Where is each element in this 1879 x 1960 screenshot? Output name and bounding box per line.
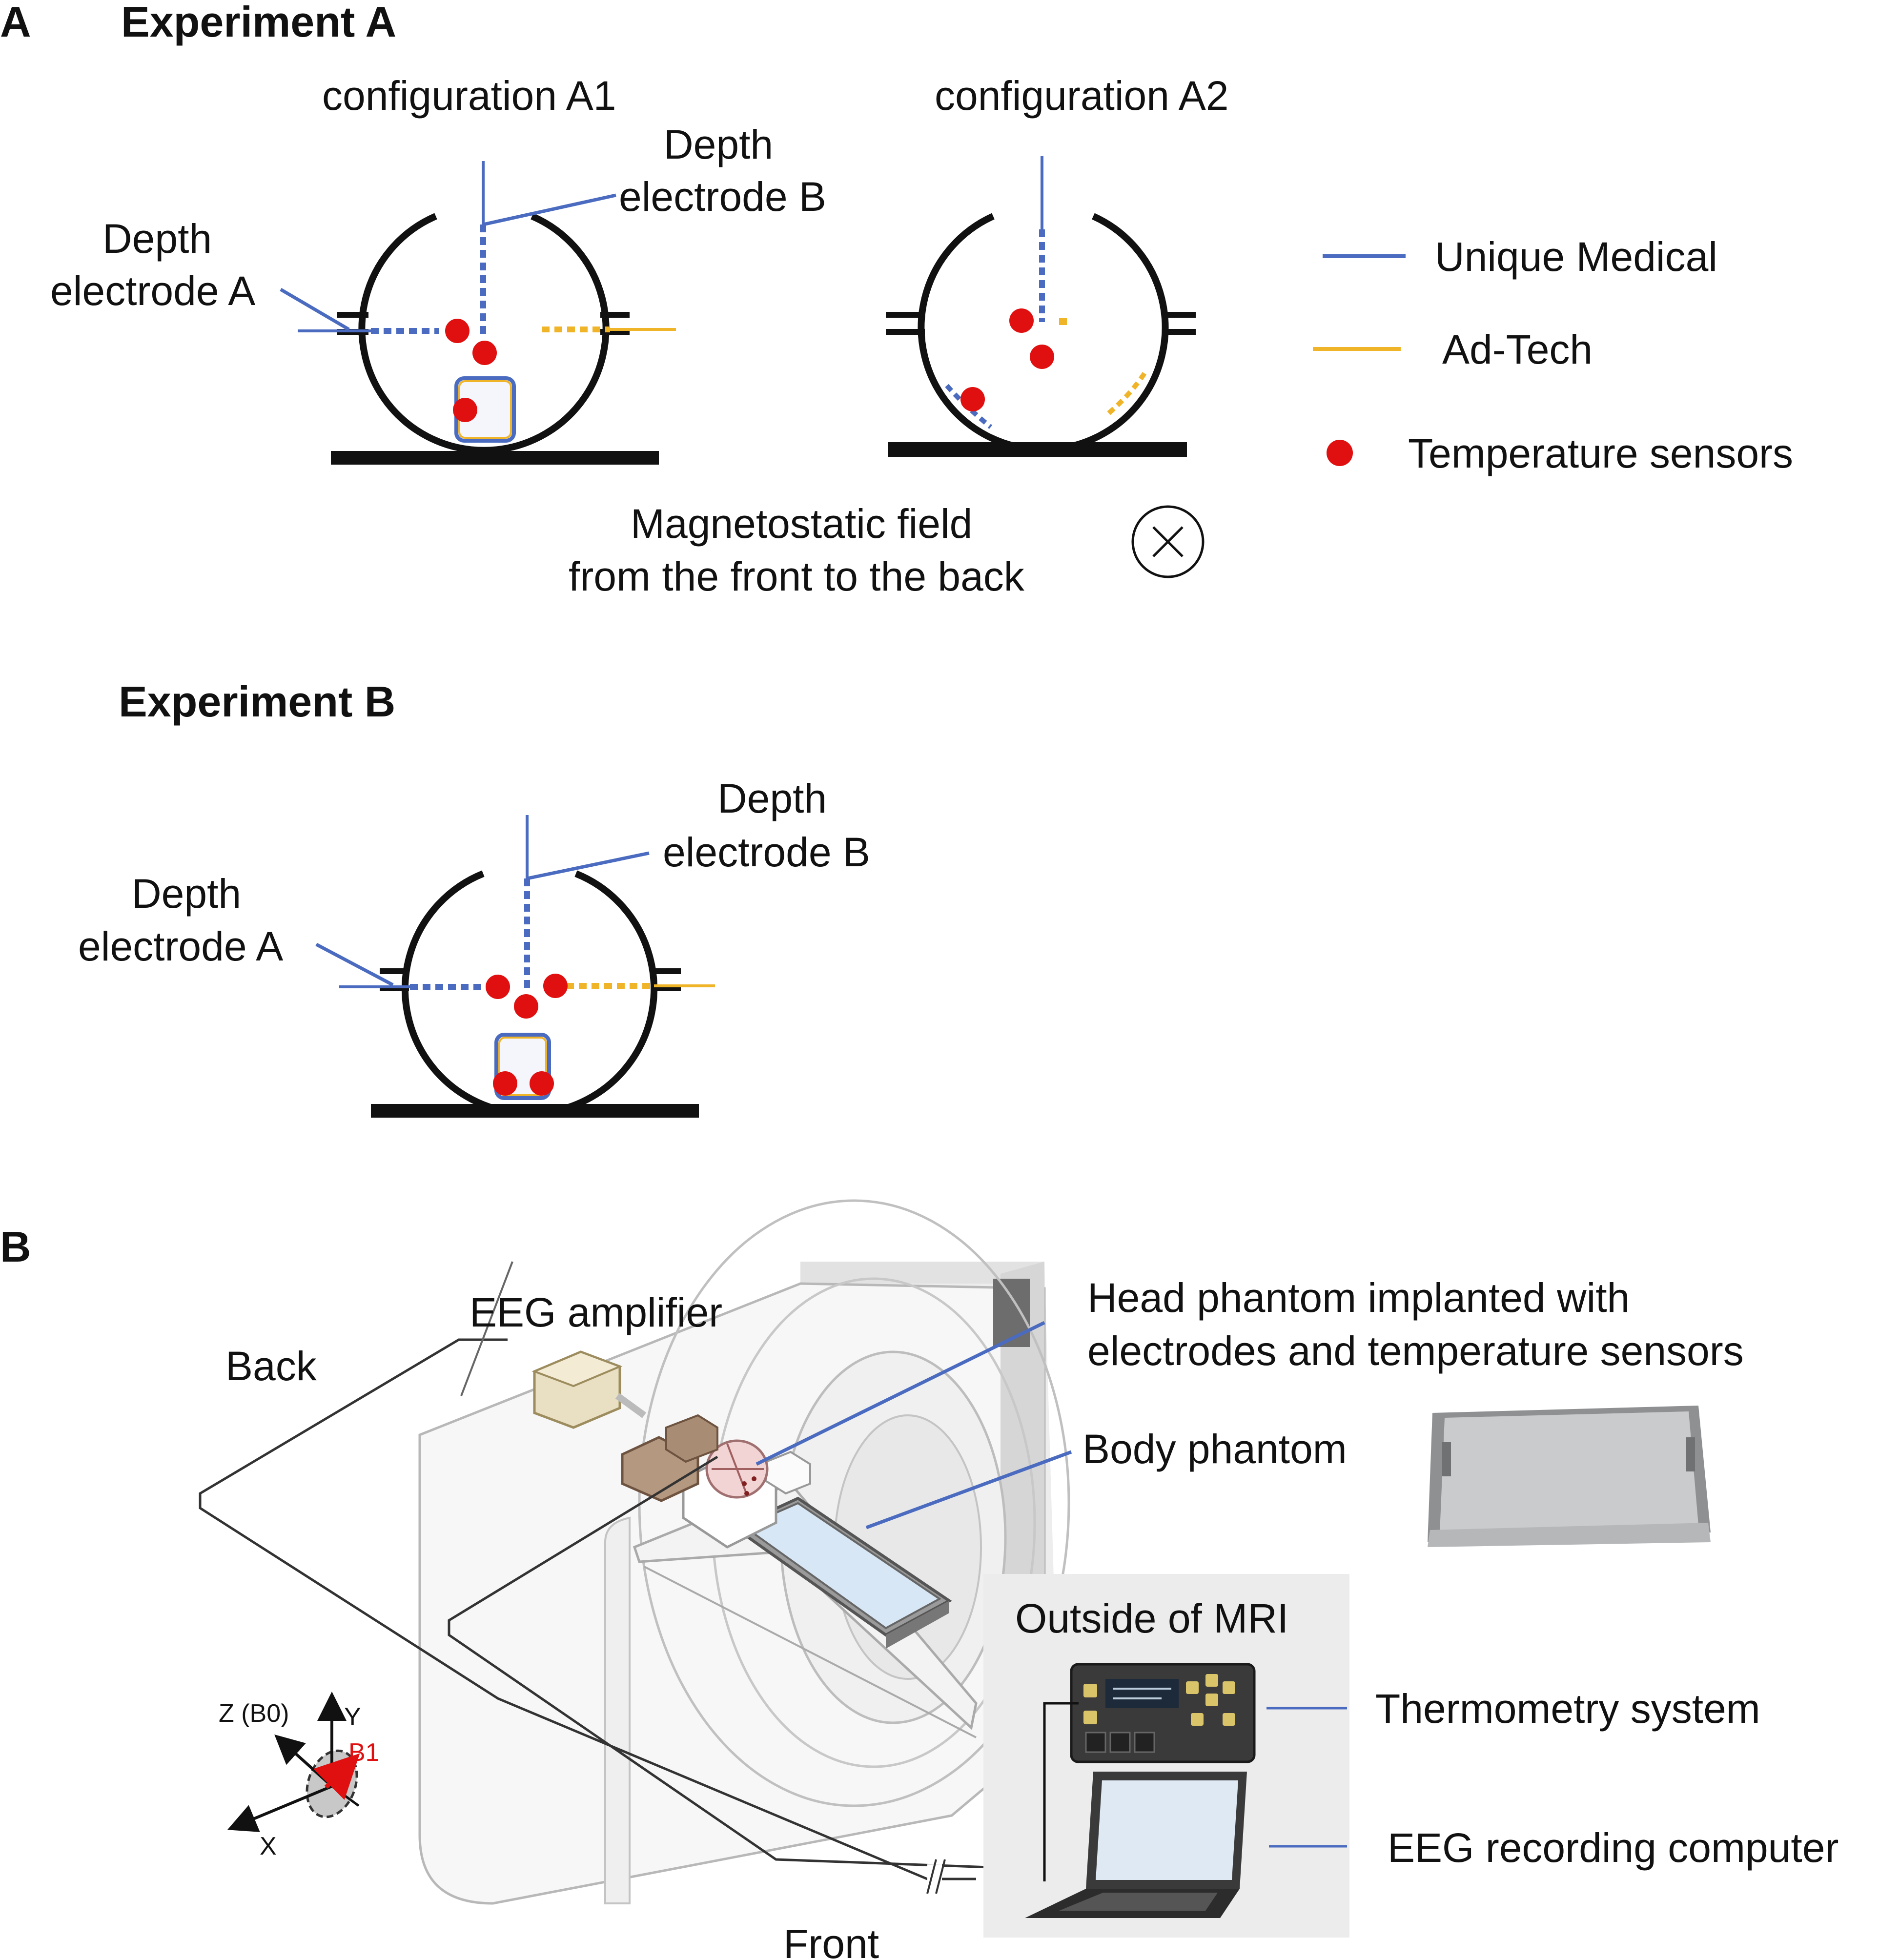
head-phantom-label-line1: Head phantom implanted with — [1087, 1275, 1630, 1321]
cable-break-symbol — [926, 1859, 946, 1894]
experiment-b-title: Experiment B — [119, 677, 395, 726]
temperature-sensor — [1009, 308, 1034, 333]
back-label: Back — [225, 1343, 317, 1389]
head-phantom-outline — [918, 213, 1169, 453]
body-phantom-photo — [1428, 1406, 1711, 1547]
outside-mri-label: Outside of MRI — [1015, 1595, 1288, 1641]
field-label-line2: from the front to the back — [569, 553, 1025, 599]
thermometry-label: Thermometry system — [1375, 1686, 1760, 1732]
configuration-a1-diagram: configuration A1 Depth electrode B Depth… — [50, 73, 826, 465]
field-label-line1: Magnetostatic field — [631, 501, 972, 547]
head-phantom-outline — [358, 213, 610, 454]
experiment-a-title: Experiment A — [121, 0, 396, 46]
eeg-amplifier-label: EEG amplifier — [470, 1289, 722, 1335]
body-phantom-box — [732, 1496, 952, 1649]
axis-z-label: Z (B0) — [219, 1699, 289, 1728]
axis-x-label: X — [260, 1832, 277, 1860]
axis-b1-label: B1 — [348, 1738, 380, 1767]
coordinate-axes: Z (B0) Y X B1 — [219, 1692, 380, 1860]
exp-b-depth-a-line2: electrode A — [78, 923, 283, 969]
legend-temperature-sensors: Temperature sensors — [1408, 430, 1793, 476]
temperature-sensor — [1030, 345, 1054, 369]
temperature-sensor — [530, 1071, 554, 1096]
legend-swatch-sensor — [1327, 440, 1353, 466]
base-plate — [888, 442, 1187, 457]
field-into-page-icon — [1131, 505, 1205, 578]
panel-a-letter: A — [0, 0, 31, 46]
eeg-computer-label: EEG recording computer — [1388, 1825, 1838, 1871]
temperature-sensor — [960, 387, 985, 411]
mri-scanner-illustration — [199, 1199, 1070, 1905]
strip-electrode-adtech — [1106, 372, 1147, 416]
base-plate — [331, 451, 659, 465]
eeg-amplifier-device — [531, 1350, 718, 1502]
eeg-laptop — [1025, 1772, 1247, 1918]
temperature-sensor — [514, 994, 538, 1019]
front-label: Front — [783, 1921, 879, 1960]
legend-ad-tech: Ad-Tech — [1442, 327, 1593, 372]
experiment-b-diagram: Depth electrode B Depth electrode A — [78, 776, 870, 1118]
legend-unique-medical: Unique Medical — [1435, 234, 1717, 280]
temperature-sensor — [453, 398, 477, 422]
outside-mri-panel: Outside of MRI — [983, 1574, 1349, 1938]
head-phantom-label-line2: electrodes and temperature sensors — [1087, 1328, 1744, 1374]
b1-arrow — [313, 1753, 360, 1800]
config-a1-depth-a-line1: Depth — [102, 216, 212, 262]
config-a1-depth-b-line2: electrode B — [619, 174, 826, 220]
head-phantom-sphere — [705, 1439, 769, 1499]
panel-b-letter: B — [0, 1223, 31, 1271]
exp-b-depth-a-line1: Depth — [132, 871, 241, 917]
thermometry-device — [1070, 1663, 1256, 1763]
base-plate — [371, 1104, 699, 1118]
temperature-sensor — [445, 319, 470, 343]
temperature-sensor — [493, 1071, 517, 1096]
configuration-a2-diagram: configuration A2 — [886, 73, 1228, 457]
config-a2-title: configuration A2 — [935, 73, 1228, 119]
temperature-sensor — [486, 975, 510, 999]
axis-y-label: Y — [344, 1703, 361, 1731]
legend: Unique Medical Ad-Tech Temperature senso… — [1313, 234, 1793, 476]
config-a1-depth-a-line2: electrode A — [50, 268, 255, 314]
body-phantom-label: Body phantom — [1082, 1426, 1347, 1472]
temperature-sensor — [472, 341, 497, 365]
exp-b-depth-b-line2: electrode B — [663, 829, 870, 875]
config-a1-title: configuration A1 — [322, 73, 616, 119]
exp-b-depth-b-line1: Depth — [717, 776, 827, 821]
temperature-sensor — [543, 974, 568, 998]
config-a1-depth-b-line1: Depth — [664, 122, 773, 167]
